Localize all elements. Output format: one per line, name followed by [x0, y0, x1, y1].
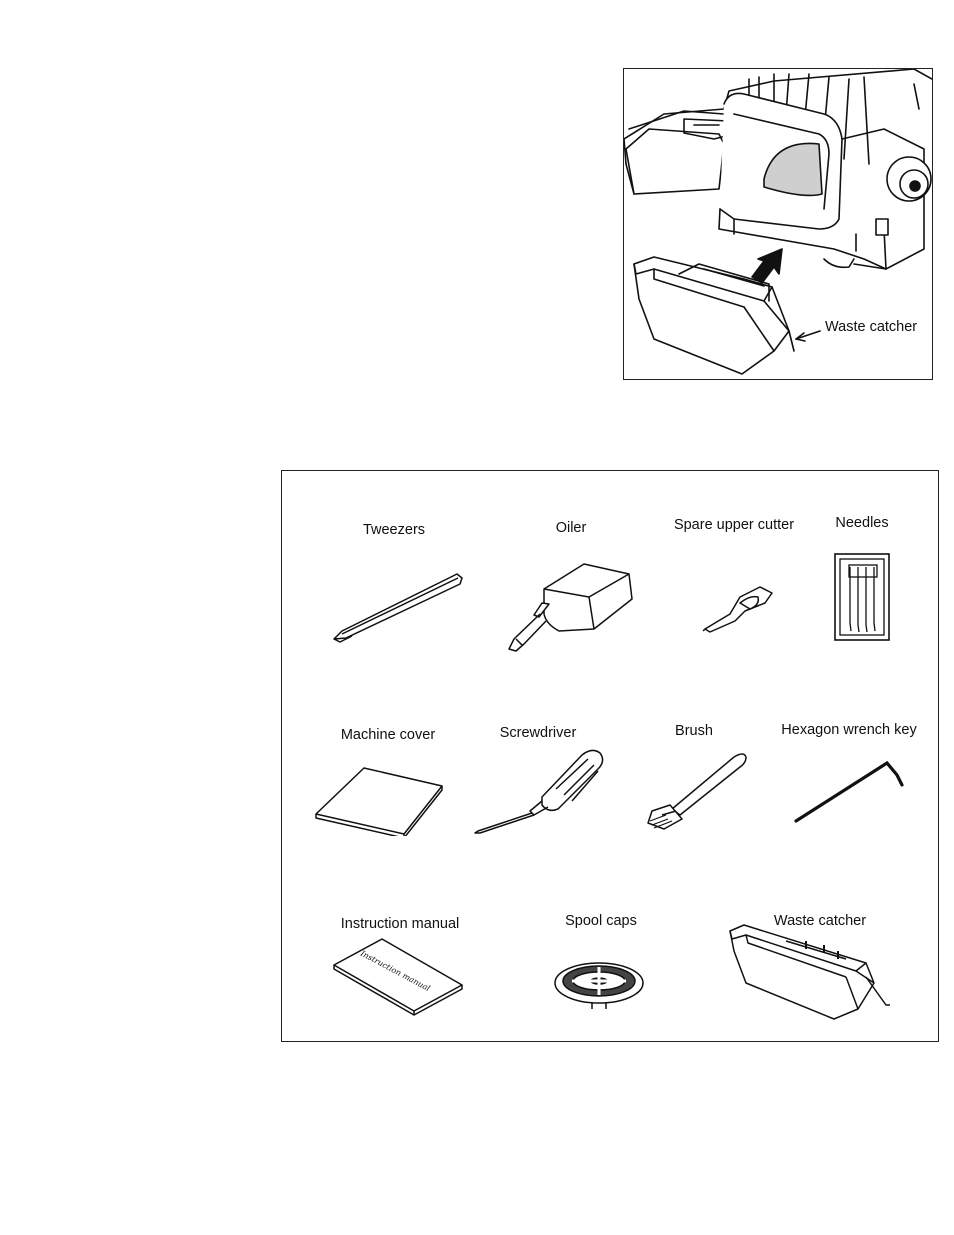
accessories-panel: Tweezers Oiler Spare upper cutter Needle…	[281, 470, 939, 1042]
spare-upper-cutter-label: Spare upper cutter	[674, 517, 794, 533]
needles-label: Needles	[835, 515, 888, 531]
hexagon-wrench-key-label: Hexagon wrench key	[781, 722, 916, 738]
machine-cover-label: Machine cover	[341, 727, 435, 743]
waste-catcher-callout: Waste catcher	[825, 319, 917, 335]
needles-illustration	[834, 553, 890, 641]
oiler-label: Oiler	[556, 520, 587, 536]
spool-caps-illustration	[552, 953, 647, 1013]
screwdriver-illustration	[472, 747, 607, 835]
tweezers-label: Tweezers	[363, 522, 425, 538]
brush-illustration	[642, 749, 752, 834]
machine-cover-illustration	[314, 766, 444, 836]
waste-catcher-illustration	[726, 921, 896, 1023]
screwdriver-label: Screwdriver	[500, 725, 577, 741]
brush-label: Brush	[675, 723, 713, 739]
oiler-illustration	[504, 559, 639, 654]
tweezers-illustration	[332, 566, 467, 646]
spare-upper-cutter-illustration	[700, 579, 780, 634]
hexagon-wrench-key-illustration	[792, 753, 907, 828]
waste-catcher-figure: Waste catcher	[623, 68, 933, 380]
spool-caps-label: Spool caps	[565, 913, 637, 929]
instruction-manual-illustration: Instruction manual	[332, 937, 467, 1017]
instruction-manual-label: Instruction manual	[341, 916, 459, 932]
